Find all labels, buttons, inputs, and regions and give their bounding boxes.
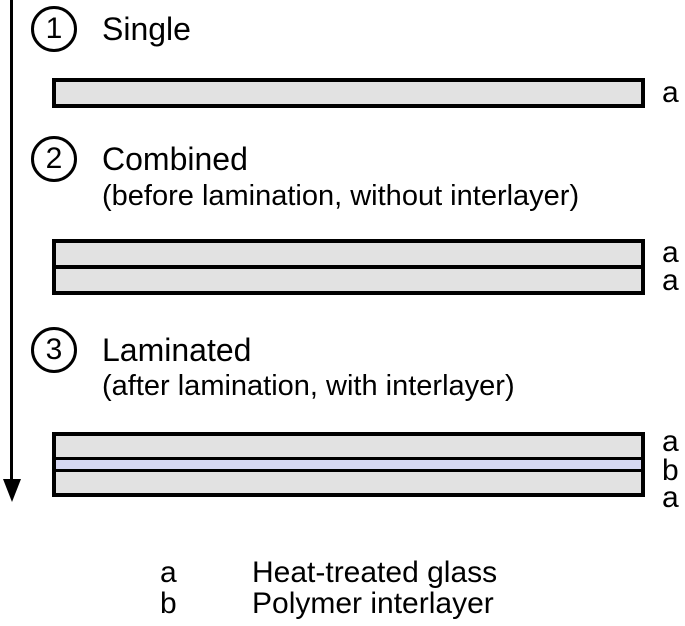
step-1-circle: 1 [31, 6, 77, 52]
layer-label-a: a [662, 481, 679, 514]
step-2-title: Combined [102, 141, 248, 177]
glass-pane-layer [56, 269, 641, 291]
combined-glass-stack [52, 239, 645, 295]
step-2-circle: 2 [31, 136, 77, 182]
step-2-number: 2 [45, 142, 63, 175]
legend-description: Heat-treated glass [252, 556, 498, 589]
step-1-title: Single [102, 11, 191, 47]
step-2-subtitle: (before lamination, without interlayer) [102, 180, 580, 212]
process-arrow-line [10, 0, 13, 480]
step-3-circle: 3 [31, 327, 77, 373]
glass-pane-layer [56, 472, 641, 493]
layer-label-a: a [662, 264, 679, 297]
step-3-subtitle: (after lamination, with interlayer) [102, 370, 515, 402]
layer-label-a: a [662, 76, 679, 109]
process-arrow-head-icon [3, 479, 21, 502]
step-3-title: Laminated [102, 332, 252, 368]
laminated-glass-stack [52, 432, 645, 497]
single-glass-pane [52, 78, 645, 108]
glass-pane-layer [56, 436, 641, 457]
layer-label-a: a [662, 236, 679, 269]
step-1-number: 1 [45, 12, 63, 45]
glass-pane-layer [56, 243, 641, 269]
legend-description: Polymer interlayer [252, 587, 494, 620]
step-3-number: 3 [45, 333, 63, 366]
layer-label-a: a [662, 425, 679, 458]
legend-key: b [160, 587, 177, 620]
polymer-interlayer-layer [56, 457, 641, 472]
layer-label-b: b [662, 454, 679, 487]
legend-key: a [160, 556, 177, 589]
